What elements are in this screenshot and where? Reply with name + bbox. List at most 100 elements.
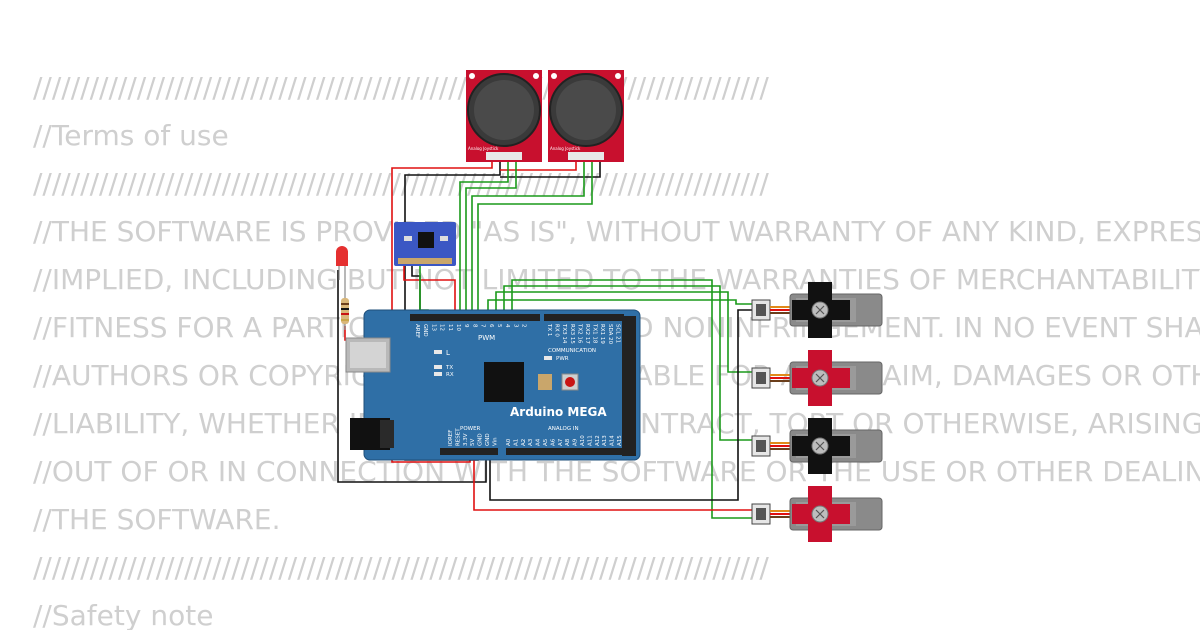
servo-1[interactable] [751, 282, 883, 338]
pin-label: A15 [617, 435, 623, 446]
pin-label: 8 [471, 324, 477, 328]
pwr-label: PWR [556, 356, 569, 362]
pin-label: A1 [513, 439, 519, 446]
right-header [622, 316, 636, 456]
code-line: ////////////////////////////////////////… [33, 71, 769, 104]
power-label: POWER [460, 426, 481, 432]
pin-label: 2 [521, 324, 527, 328]
arduino-mega-board[interactable]: PWM COMMUNICATION PWR L TX RX Arduino ME… [345, 309, 641, 461]
wire-servo4-sig[interactable] [511, 279, 756, 519]
pin-label: TX1 18 [592, 323, 598, 344]
wire-joy1-vert[interactable] [465, 160, 517, 318]
pin-label: A6 [550, 438, 556, 446]
led-rx [434, 372, 442, 376]
pin-label: 13 [430, 324, 436, 331]
microcontroller-chip [484, 362, 524, 402]
pin-label: SDA 20 [607, 324, 613, 345]
pin-label: GND [422, 324, 428, 337]
servo-3[interactable] [751, 418, 883, 474]
pin-label: A3 [528, 438, 534, 446]
pin-label: A0 [506, 438, 512, 446]
pin-label: TX 1 [546, 323, 552, 336]
pin-label: Vin [492, 437, 498, 446]
pin-label: A4 [536, 438, 542, 446]
pin-label: A2 [521, 439, 527, 446]
led-label-rx: RX [446, 372, 454, 378]
joystick-1[interactable]: Analog Joystick [466, 70, 542, 162]
code-line: ////////////////////////////////////////… [33, 551, 769, 584]
analog-label: ANALOG IN [548, 426, 579, 432]
wire-joy2-horz[interactable] [471, 160, 585, 318]
wire-led-gnd[interactable] [337, 270, 487, 483]
servo-4[interactable] [751, 486, 883, 542]
pin-label: TX3 14 [561, 323, 567, 344]
servo-2[interactable] [751, 350, 883, 406]
pin-label: 5 [496, 324, 502, 328]
communication-label: COMMUNICATION [548, 348, 596, 354]
pin-label: IOREF [448, 430, 454, 446]
wire-joystick2-vcc[interactable] [500, 160, 577, 171]
pin-label: 5V [470, 439, 476, 446]
pin-label: 10 [455, 324, 461, 331]
joystick-2[interactable]: Analog Joystick [548, 70, 624, 162]
pin-label: RX2 17 [584, 324, 590, 344]
pin-label: TX2 16 [576, 323, 582, 344]
pin-label: RX1 19 [599, 324, 605, 344]
pin-label: A14 [610, 435, 616, 446]
pin-label: SCL 21 [614, 324, 620, 343]
mpu6050-module[interactable] [394, 222, 456, 266]
wire-joy2-vert[interactable] [477, 160, 593, 318]
pwm-label: PWM [478, 334, 495, 342]
red-led[interactable] [336, 246, 348, 290]
led-pwr [544, 356, 552, 360]
code-line: //Terms of use [33, 119, 229, 152]
pin-label: 4 [504, 324, 510, 328]
pin-label: AREF [414, 324, 420, 338]
wire-mpu-vcc[interactable] [403, 264, 456, 318]
wire-servo1-sig[interactable] [487, 299, 756, 318]
board-name: Arduino MEGA [510, 405, 607, 419]
wire-servo3-sig[interactable] [503, 285, 756, 441]
led-label-tx: TX [445, 365, 453, 371]
pin-label: RX3 15 [569, 324, 575, 344]
pin-label: 11 [447, 324, 453, 331]
pin-label: A5 [543, 438, 549, 446]
pin-label: RX 0 [554, 324, 560, 337]
comm-header [544, 314, 624, 321]
servos [751, 282, 883, 542]
pin-label: A11 [587, 435, 593, 446]
wire-servo-gnd[interactable] [489, 309, 756, 501]
pin-label: 3 [512, 324, 518, 328]
led-tx [434, 365, 442, 369]
pin-label: 12 [439, 324, 445, 331]
pin-label: A9 [573, 438, 579, 446]
digital-header [410, 314, 540, 321]
wire-joystick2-gnd[interactable] [500, 162, 601, 178]
pin-label: GND [485, 433, 491, 446]
power-header [440, 448, 498, 455]
led-label-l: L [446, 349, 450, 357]
pin-label: A13 [602, 435, 608, 446]
pin-label: RESET [455, 428, 461, 446]
pin-label: 3.3V [463, 433, 469, 446]
pin-label: 6 [488, 324, 494, 328]
led-l [434, 350, 442, 354]
wire-servo-vcc[interactable] [473, 452, 756, 511]
pin-label: A8 [565, 438, 571, 446]
joystick-2-label: Analog Joystick [550, 146, 581, 151]
pin-label: A7 [558, 438, 564, 446]
code-line: ////////////////////////////////////////… [33, 167, 769, 200]
joystick-1-label: Analog Joystick [468, 146, 499, 151]
wire-joy1-horz[interactable] [459, 160, 509, 318]
icsp-header [538, 374, 552, 390]
analog-header [506, 448, 626, 455]
code-line: //THE SOFTWARE IS PROVIDED "AS IS", WITH… [33, 215, 1200, 248]
resistor[interactable] [341, 290, 349, 330]
code-line: //Safety note [33, 599, 214, 630]
pin-label: A12 [595, 435, 601, 446]
